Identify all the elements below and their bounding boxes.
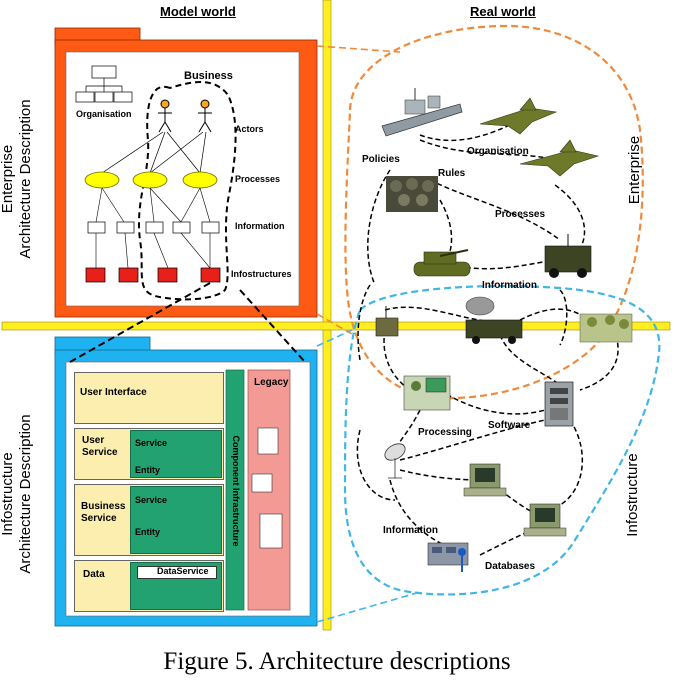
- business-label: Business: [184, 70, 233, 82]
- enterprise-connector-top: [316, 45, 401, 53]
- process-ellipse: [84, 171, 218, 189]
- vertical-axis: [322, 0, 332, 631]
- data-green-panel: DataService: [130, 562, 222, 610]
- business-service-green-panel: Service Entity: [130, 486, 222, 554]
- processes-label: Processes: [235, 174, 281, 184]
- computer-terminal-icon: [463, 463, 567, 537]
- information-infostructure-links: [95, 232, 211, 269]
- information-top-label: Information: [482, 280, 537, 291]
- model-world-header: Model world: [160, 4, 236, 19]
- infostructure-connector-top: [316, 329, 353, 347]
- soldiers-icon: [386, 176, 438, 212]
- databases-label: Databases: [485, 561, 536, 572]
- zoom-line-right: [239, 289, 306, 363]
- process-information-links: [95, 187, 211, 223]
- processes-rw-label: Processes: [495, 209, 546, 220]
- information-box: [87, 221, 220, 234]
- component-infrastructure-label: Component Infrastructure: [231, 435, 241, 547]
- policies-label: Policies: [362, 154, 400, 165]
- organisation-label: Organisation: [76, 109, 132, 119]
- field-device-icon: [375, 306, 399, 337]
- database-console-icon: [427, 542, 469, 572]
- radar-truck-icon: [465, 296, 523, 344]
- server-icon: [544, 381, 574, 427]
- user-service-green-panel: Service Entity: [130, 430, 222, 478]
- organisation-rw-label: Organisation: [467, 146, 529, 157]
- horizontal-axis: [1, 321, 671, 331]
- operator-workstation-icon: [403, 375, 451, 411]
- legacy-component-icon: [251, 427, 283, 549]
- real-world-header: Real world: [470, 4, 536, 19]
- infostructures-label: Infostructures: [231, 269, 292, 279]
- infostructure-box: [85, 267, 221, 283]
- fighter-jet-icon: [479, 97, 600, 177]
- infostructure-connector-bottom: [316, 591, 421, 623]
- warship-icon: [381, 88, 463, 137]
- business-boundary: [138, 81, 237, 301]
- user-interface-layer: User Interface: [74, 372, 224, 424]
- information-bottom-label: Information: [383, 525, 438, 536]
- org-chart-icon: [75, 65, 133, 103]
- personnel-group-icon: [579, 313, 633, 343]
- zoom-line-left: [69, 282, 211, 363]
- software-label: Software: [488, 420, 531, 431]
- tank-icon: [413, 249, 471, 277]
- legacy-label: Legacy: [254, 377, 289, 388]
- satellite-dish-icon: [384, 443, 406, 479]
- enterprise-connector-bottom: [316, 313, 353, 335]
- infostructure-region: [343, 284, 661, 596]
- processing-label: Processing: [418, 427, 472, 438]
- actor-process-links: [101, 131, 207, 174]
- actor-icon: [158, 99, 212, 133]
- armored-vehicle-icon: [544, 234, 592, 278]
- figure-caption: Figure 5. Architecture descriptions: [163, 648, 511, 675]
- information-label: Information: [235, 221, 285, 231]
- rules-label: Rules: [438, 168, 466, 179]
- component-infrastructure-bar: [225, 369, 245, 611]
- actors-label: Actors: [235, 124, 264, 134]
